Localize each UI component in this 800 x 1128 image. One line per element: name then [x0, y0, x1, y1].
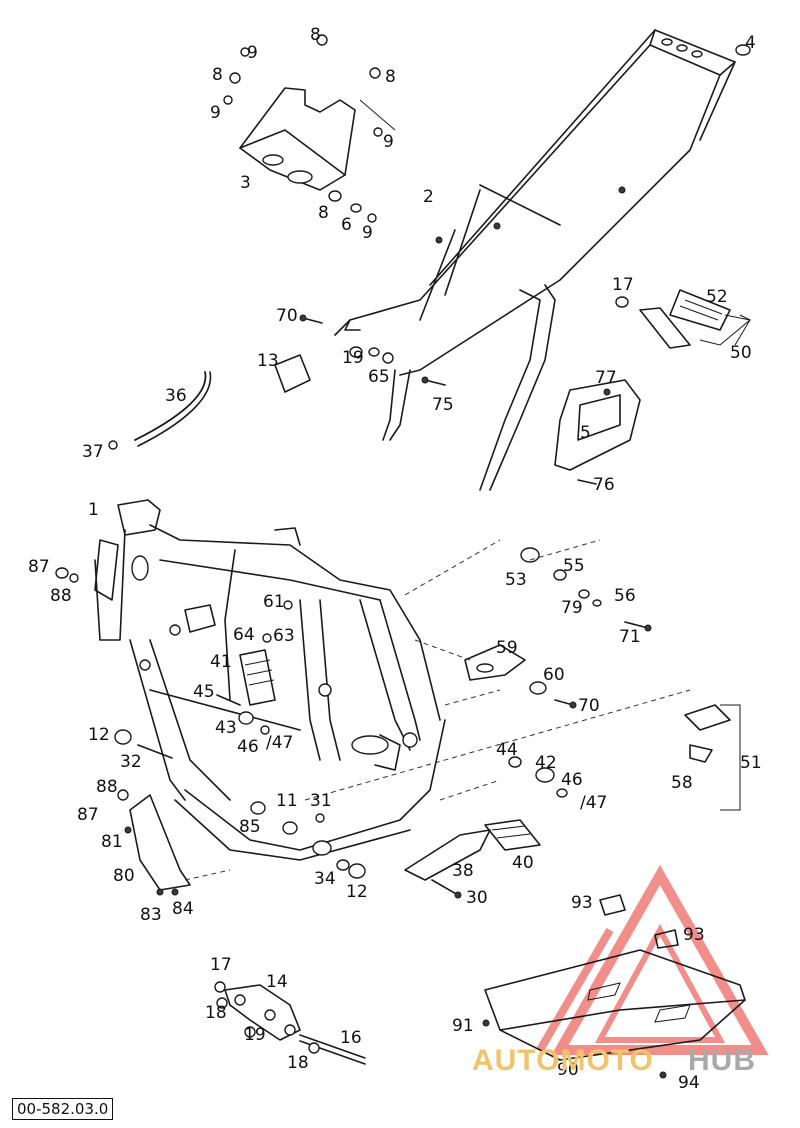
footpeg-right-40 [404, 819, 541, 881]
watermark-text-automoto: AUTOMOTO [472, 1044, 654, 1077]
callout-5: 5 [580, 423, 591, 443]
hose-36 [134, 371, 212, 447]
callout-40: 40 [512, 853, 534, 873]
callout-9: 9 [210, 103, 221, 123]
callout-70: 70 [276, 306, 298, 326]
callout-labels: 1 2 3 4 5 8 8 8 8 9 9 9 9 6 11 12 12 13 … [28, 25, 762, 1093]
callout-88: 88 [96, 777, 118, 797]
callout-93: 93 [683, 925, 705, 945]
callout-65: 65 [368, 367, 390, 387]
document-id: 00-582.03.0 [12, 1098, 114, 1120]
callout-18: 18 [205, 1003, 227, 1023]
heel-plate-50 [639, 289, 752, 349]
callout-43: 43 [215, 718, 237, 738]
callout-60: 60 [543, 665, 565, 685]
main-frame-1 [94, 499, 446, 861]
subframe-2 [334, 29, 736, 491]
callout-36: 36 [165, 386, 187, 406]
callout-59: 59 [496, 638, 518, 658]
callout-90: 90 [557, 1060, 579, 1080]
callout-58: 58 [671, 773, 693, 793]
holder-59 [464, 644, 526, 681]
callout-17: 17 [612, 275, 634, 295]
callout-44: 44 [496, 740, 518, 760]
callout-16: 16 [340, 1028, 362, 1048]
callout-31: 31 [310, 791, 332, 811]
callout-55: 55 [563, 556, 585, 576]
bracket-5 [554, 379, 641, 471]
callout-46: 46 [237, 737, 259, 757]
callout-11: 11 [276, 791, 298, 811]
callout-34: 34 [314, 869, 336, 889]
callout-61: 61 [263, 592, 285, 612]
callout-8: 8 [318, 203, 329, 223]
callout-77: 77 [595, 368, 617, 388]
callout-87: 87 [28, 557, 50, 577]
callout-45: 45 [193, 682, 215, 702]
callout-88: 88 [50, 586, 72, 606]
footpeg-left-41 [239, 649, 276, 706]
small-parts [55, 34, 751, 1079]
skid-plate-90 [484, 894, 746, 1061]
callout-50: 50 [730, 343, 752, 363]
callout-80: 80 [113, 866, 135, 886]
callout-84: 84 [172, 899, 194, 919]
callout-2: 2 [423, 187, 434, 207]
callout-70: 70 [578, 696, 600, 716]
callout-83: 83 [140, 905, 162, 925]
callout-30: 30 [466, 888, 488, 908]
callout-4: 4 [745, 33, 756, 53]
callout-41: 41 [210, 652, 232, 672]
callout-12: 12 [88, 725, 110, 745]
callout-14: 14 [266, 972, 288, 992]
callout-76: 76 [593, 475, 615, 495]
callout-52: 52 [706, 287, 728, 307]
callout-9: 9 [362, 223, 373, 243]
callout-8: 8 [385, 67, 396, 87]
callout-38: 38 [452, 861, 474, 881]
callout-53: 53 [505, 570, 527, 590]
callout-8: 8 [310, 25, 321, 45]
callout-42: 42 [535, 753, 557, 773]
callout-46: 46 [561, 770, 583, 790]
callout-6: 6 [341, 215, 352, 235]
callout-63: 63 [273, 626, 295, 646]
callout-64: 64 [233, 625, 255, 645]
callout-94: 94 [678, 1073, 700, 1093]
callout-9: 9 [383, 132, 394, 152]
callout-3: 3 [240, 173, 251, 193]
callout-75: 75 [432, 395, 454, 415]
callout-13: 13 [257, 351, 279, 371]
callout-1: 1 [88, 500, 99, 520]
callout-17: 17 [210, 955, 232, 975]
callout-8: 8 [212, 65, 223, 85]
guard-51 [684, 704, 741, 811]
callout-32: 32 [120, 752, 142, 772]
callout-91: 91 [452, 1016, 474, 1036]
callout-18: 18 [287, 1053, 309, 1073]
watermark-logo [536, 864, 769, 1055]
callout-79: 79 [561, 598, 583, 618]
damper-13 [274, 354, 311, 393]
callout-9: 9 [247, 43, 258, 63]
callout-81: 81 [101, 832, 123, 852]
callout-93: 93 [571, 893, 593, 913]
watermark-text-hub: HUB [688, 1044, 756, 1077]
callout-51: 51 [740, 753, 762, 773]
callout-87: 87 [77, 805, 99, 825]
callout-47: /47 [266, 733, 293, 753]
callout-37: 37 [82, 442, 104, 462]
assembly-lines [184, 99, 751, 881]
strap-14 [224, 984, 366, 1065]
callout-19: 19 [342, 348, 364, 368]
callout-85: 85 [239, 817, 261, 837]
callout-71: 71 [619, 627, 641, 647]
plate-80 [129, 794, 191, 891]
callout-47: /47 [580, 793, 607, 813]
callout-56: 56 [614, 586, 636, 606]
callout-12: 12 [346, 882, 368, 902]
bracket-3 [239, 87, 356, 191]
callout-19: 19 [244, 1025, 266, 1045]
